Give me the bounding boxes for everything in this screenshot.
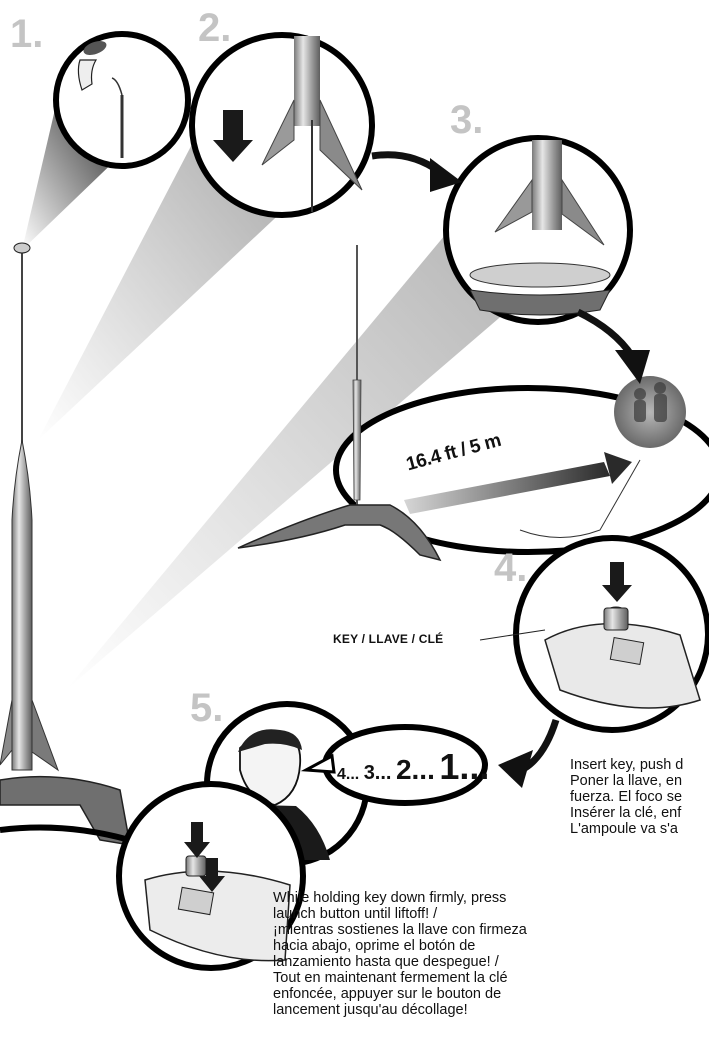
curved-arrow-2-to-3: [372, 155, 440, 172]
countdown-4: 4...: [337, 766, 359, 783]
step-number-3: 3.: [450, 100, 483, 140]
step-number-2: 2.: [198, 8, 231, 48]
step-number-1: 1.: [10, 14, 43, 54]
step-number-5: 5.: [190, 688, 223, 728]
insert-line-1: Insert key, push d: [570, 757, 709, 773]
launch-line-6: Tout en maintenant fermement la clé: [273, 970, 527, 986]
insert-line-4: Insérer la clé, enf: [570, 805, 709, 821]
key-label: KEY / LLAVE / CLÉ: [333, 632, 443, 646]
launch-line-1: While holding key down firmly, press: [273, 890, 527, 906]
launch-line-8: lancement jusqu'au décollage!: [273, 1002, 527, 1018]
people-photo: [614, 376, 686, 448]
launch-line-7: enfoncée, appuyer sur le bouton de: [273, 986, 527, 1002]
launch-line-3: ¡mientras sostienes la llave con firmeza: [273, 922, 527, 938]
rocket-body: [12, 440, 32, 770]
countdown-1: 1...: [439, 746, 489, 787]
launch-line-2: launch button until liftoff! /: [273, 906, 527, 922]
insert-line-3: fuerza. El foco se: [570, 789, 709, 805]
launch-button-instructions: While holding key down firmly, press lau…: [273, 890, 527, 1018]
launch-line-4: hacia abajo, oprime el botón de: [273, 938, 527, 954]
countdown-2: 2...: [396, 754, 435, 785]
insert-line-2: Poner la llave, en: [570, 773, 709, 789]
insert-key-instructions: Insert key, push d Poner la llave, en fu…: [570, 757, 709, 837]
curved-arrow-3-to-4: [578, 312, 632, 356]
step-number-4: 4.: [494, 548, 527, 588]
launch-line-5: lanzamiento hasta que despegue! /: [273, 954, 527, 970]
countdown-3: 3...: [364, 762, 392, 784]
insert-line-5: L'ampoule va s'a: [570, 821, 709, 837]
countdown-text: 4... 3... 2... 1...: [337, 746, 489, 788]
